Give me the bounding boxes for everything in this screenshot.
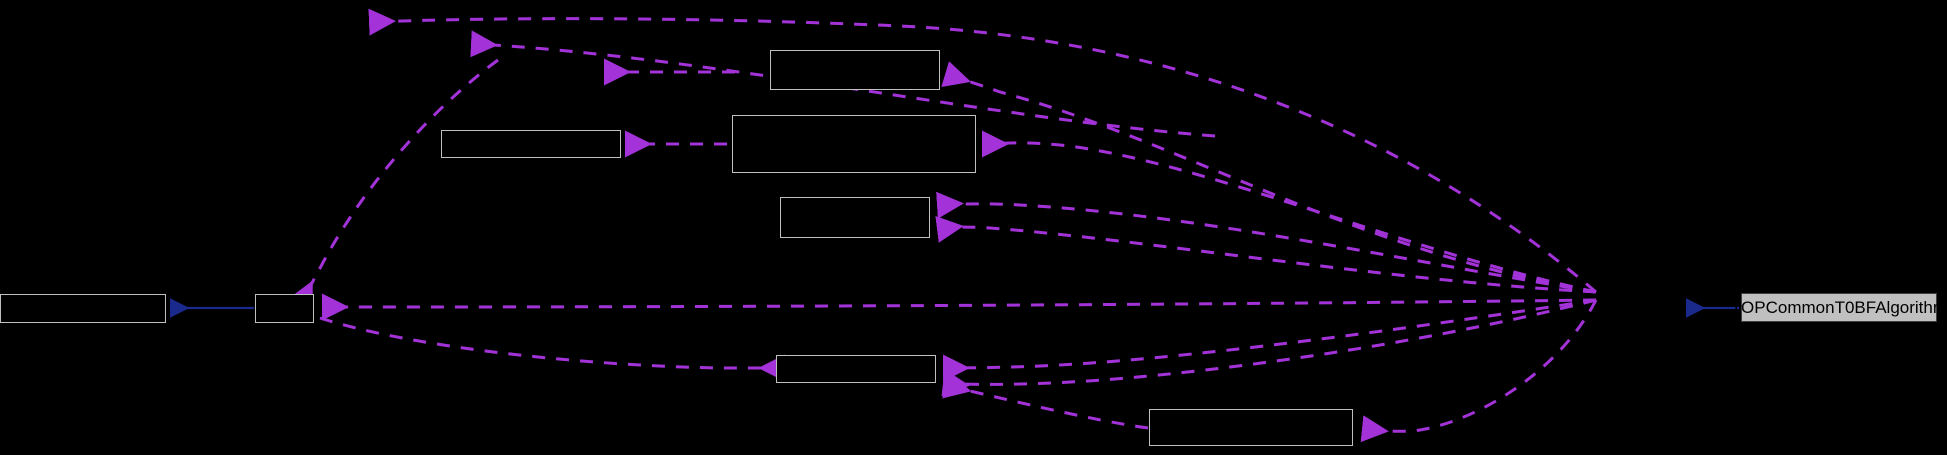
graph-node-unlabeled-3[interactable] xyxy=(441,130,621,158)
graph-node-unlabeled-1[interactable] xyxy=(0,294,166,323)
graph-node-unlabeled-2[interactable] xyxy=(255,294,314,323)
edge-hub-to-node7-b xyxy=(941,298,1597,397)
edge-hub-to-node5 xyxy=(981,130,1597,294)
edge-node3-to-node2 xyxy=(288,58,499,311)
edge-hub-to-node6-b xyxy=(935,215,1597,294)
graph-node-label: TOPCommonT0BFAlgorithm xyxy=(1730,298,1947,317)
edge-hub-to-node4 xyxy=(941,61,1597,294)
graph-node-unlabeled-5[interactable] xyxy=(732,115,976,173)
edge-node2-to-node7-a xyxy=(319,316,785,382)
edge-hub-to-node8 xyxy=(1360,299,1598,443)
edge-hub-to-node2 xyxy=(322,293,1597,321)
edge-hub-to-node6-a xyxy=(936,191,1597,294)
graph-node-topcommont0bfalgorithm[interactable]: TOPCommonT0BFAlgorithm xyxy=(1731,293,1947,322)
edge-hub-to-node7-a xyxy=(942,298,1597,382)
edge-group-dashed xyxy=(288,8,1598,443)
edge-node8-to-node7 xyxy=(942,372,1149,430)
graph-node-unlabeled-7[interactable] xyxy=(776,355,936,383)
graph-node-unlabeled-4[interactable] xyxy=(770,50,940,90)
graph-node-unlabeled-6[interactable] xyxy=(780,197,930,238)
graph-node-unlabeled-8[interactable] xyxy=(1149,409,1353,446)
